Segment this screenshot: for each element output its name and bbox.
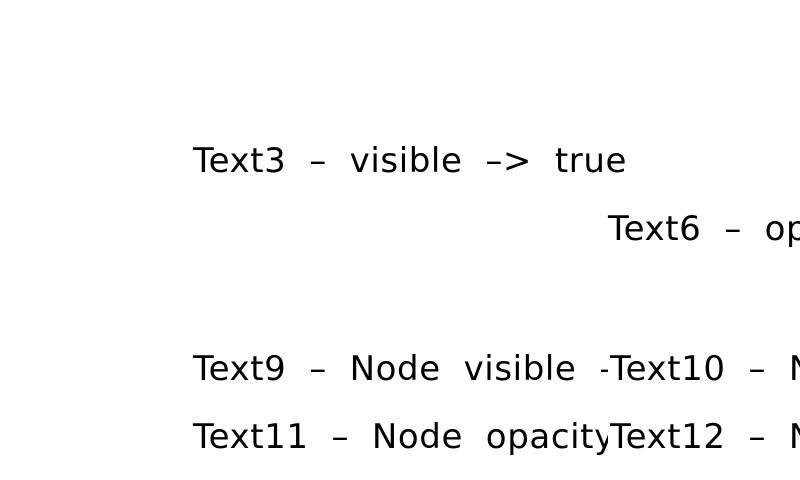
text-node-text12[interactable]: Text12 – Nod xyxy=(608,420,800,454)
text-node-text10[interactable]: Text10 – Nod xyxy=(608,352,800,386)
text-node-text6[interactable]: Text6 – opac xyxy=(608,209,800,249)
text-node-text3[interactable]: Text3 – visible –> true xyxy=(193,141,627,181)
